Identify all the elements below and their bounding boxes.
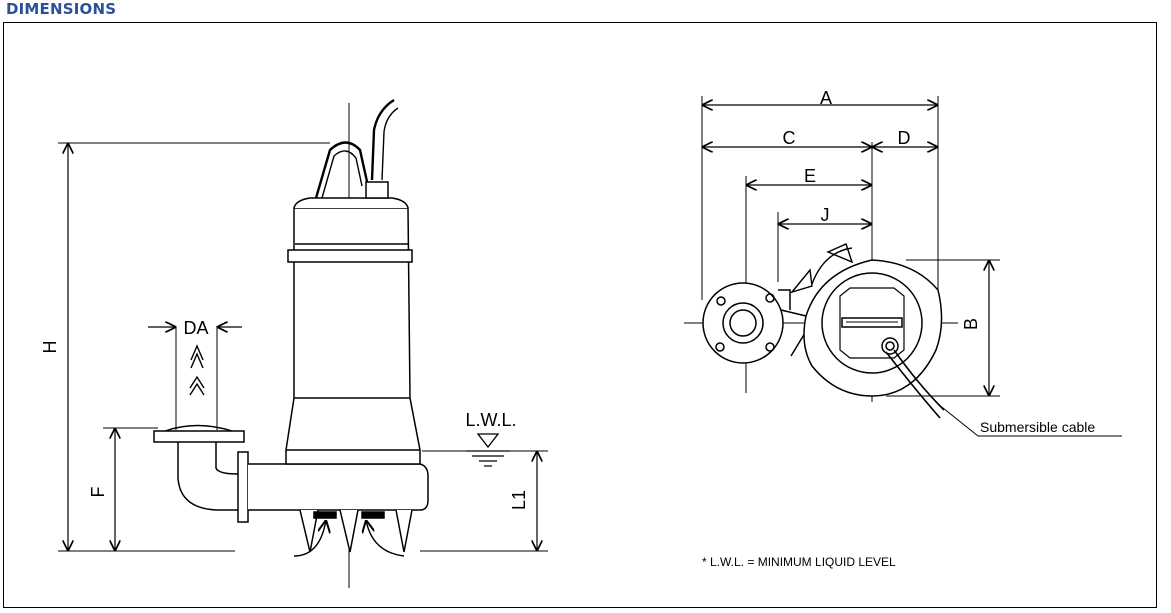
label-da: DA <box>183 318 208 338</box>
top-view <box>684 96 1122 437</box>
label-l1: L1 <box>509 490 529 510</box>
side-view <box>58 98 548 588</box>
label-j: J <box>821 205 830 225</box>
label-c: C <box>783 128 796 148</box>
label-lwl: L.W.L. <box>465 410 516 430</box>
label-d: D <box>898 128 911 148</box>
section-title: DIMENSIONS <box>6 0 117 18</box>
label-f: F <box>88 487 108 498</box>
label-e: E <box>804 166 816 186</box>
label-a: A <box>820 88 832 108</box>
label-submersible-cable: Submersible cable <box>980 419 1095 435</box>
label-b: B <box>961 318 981 330</box>
footnote: * L.W.L. = MINIMUM LIQUID LEVEL <box>702 555 896 569</box>
label-h: H <box>40 341 60 354</box>
drawing-frame <box>3 22 1157 608</box>
